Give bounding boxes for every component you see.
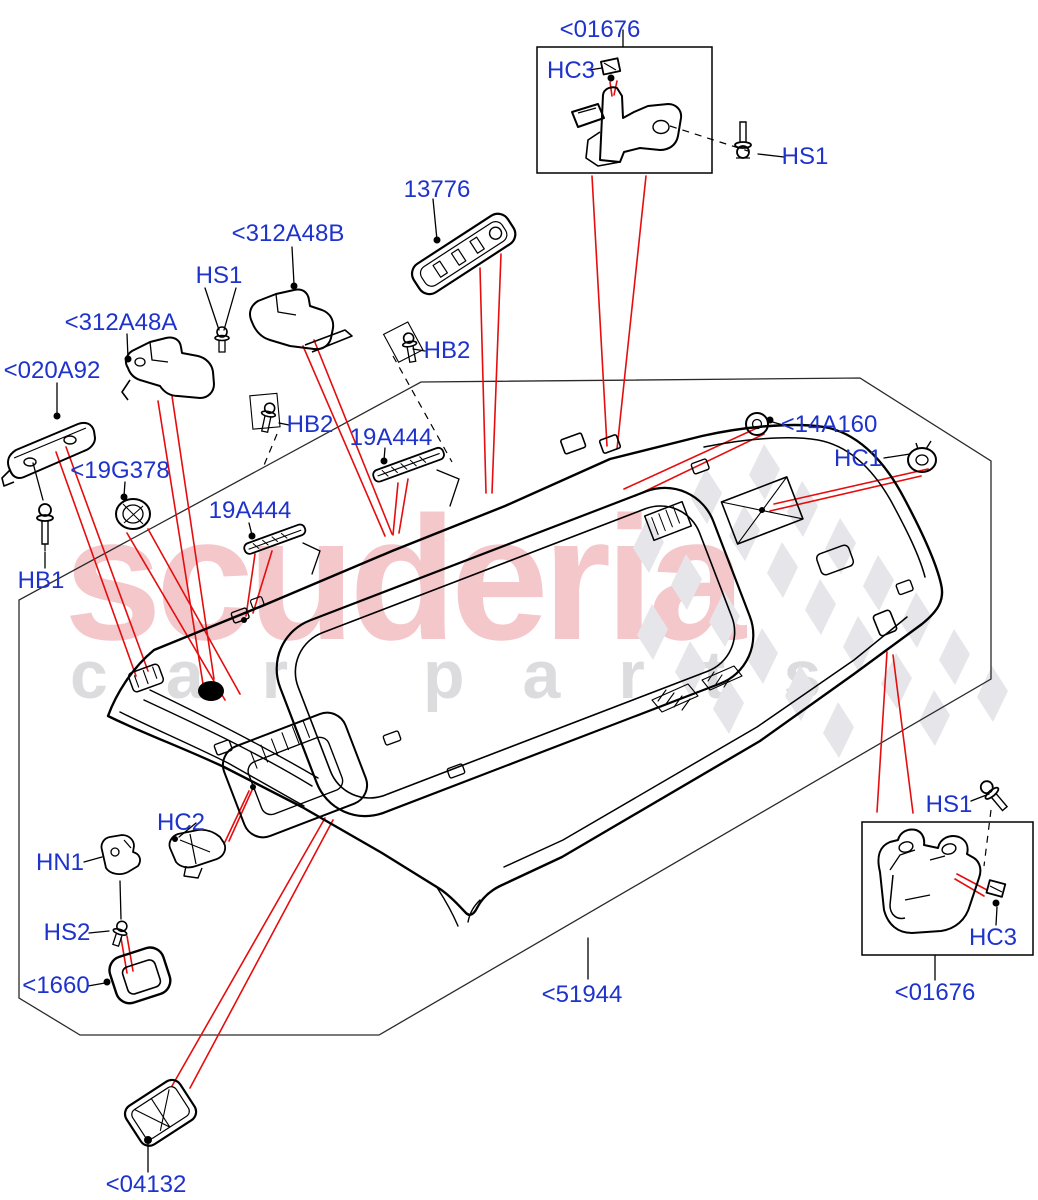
bracket-312a48b [249, 288, 353, 353]
screw-hb2-left [249, 392, 281, 434]
bracket-01676-bottom [877, 828, 1007, 934]
bracket-020a92 [1, 421, 96, 487]
rail-19a444-lower [243, 523, 307, 555]
screw-hb2-upper [382, 321, 424, 364]
inset-box-top [536, 46, 713, 174]
lamp-13776 [410, 212, 517, 296]
pocket-1660 [108, 946, 172, 1005]
clip-hc3-top [600, 57, 622, 82]
inset-box-bottom [861, 821, 1034, 956]
screw-hs2 [112, 920, 128, 948]
grommet-19g378 [115, 498, 151, 530]
checker-flag-watermark [633, 444, 1008, 758]
rail-19a444-upper [372, 446, 445, 483]
bracket-01676-top [571, 57, 683, 167]
bracket-312a48a [121, 336, 215, 401]
clip-hc2 [168, 828, 227, 879]
screw-hs1-top [734, 121, 752, 159]
lamp-04132 [123, 1078, 198, 1147]
screw-hs1-bottom [979, 780, 1009, 812]
label-connector-lines [32, 29, 998, 1173]
grommet-14a160 [745, 412, 769, 436]
screw-hs1-upper-left [214, 326, 230, 353]
clip-hc1 [907, 440, 937, 473]
clip-hc3-bottom [985, 879, 1007, 907]
leader-lines-red [55, 80, 988, 1089]
screw-hb1 [36, 503, 54, 551]
headliner-panel [106, 423, 944, 927]
sheet-outline [18, 377, 992, 1036]
dashed-guide-lines [261, 125, 992, 867]
clip-hn1 [100, 834, 141, 875]
